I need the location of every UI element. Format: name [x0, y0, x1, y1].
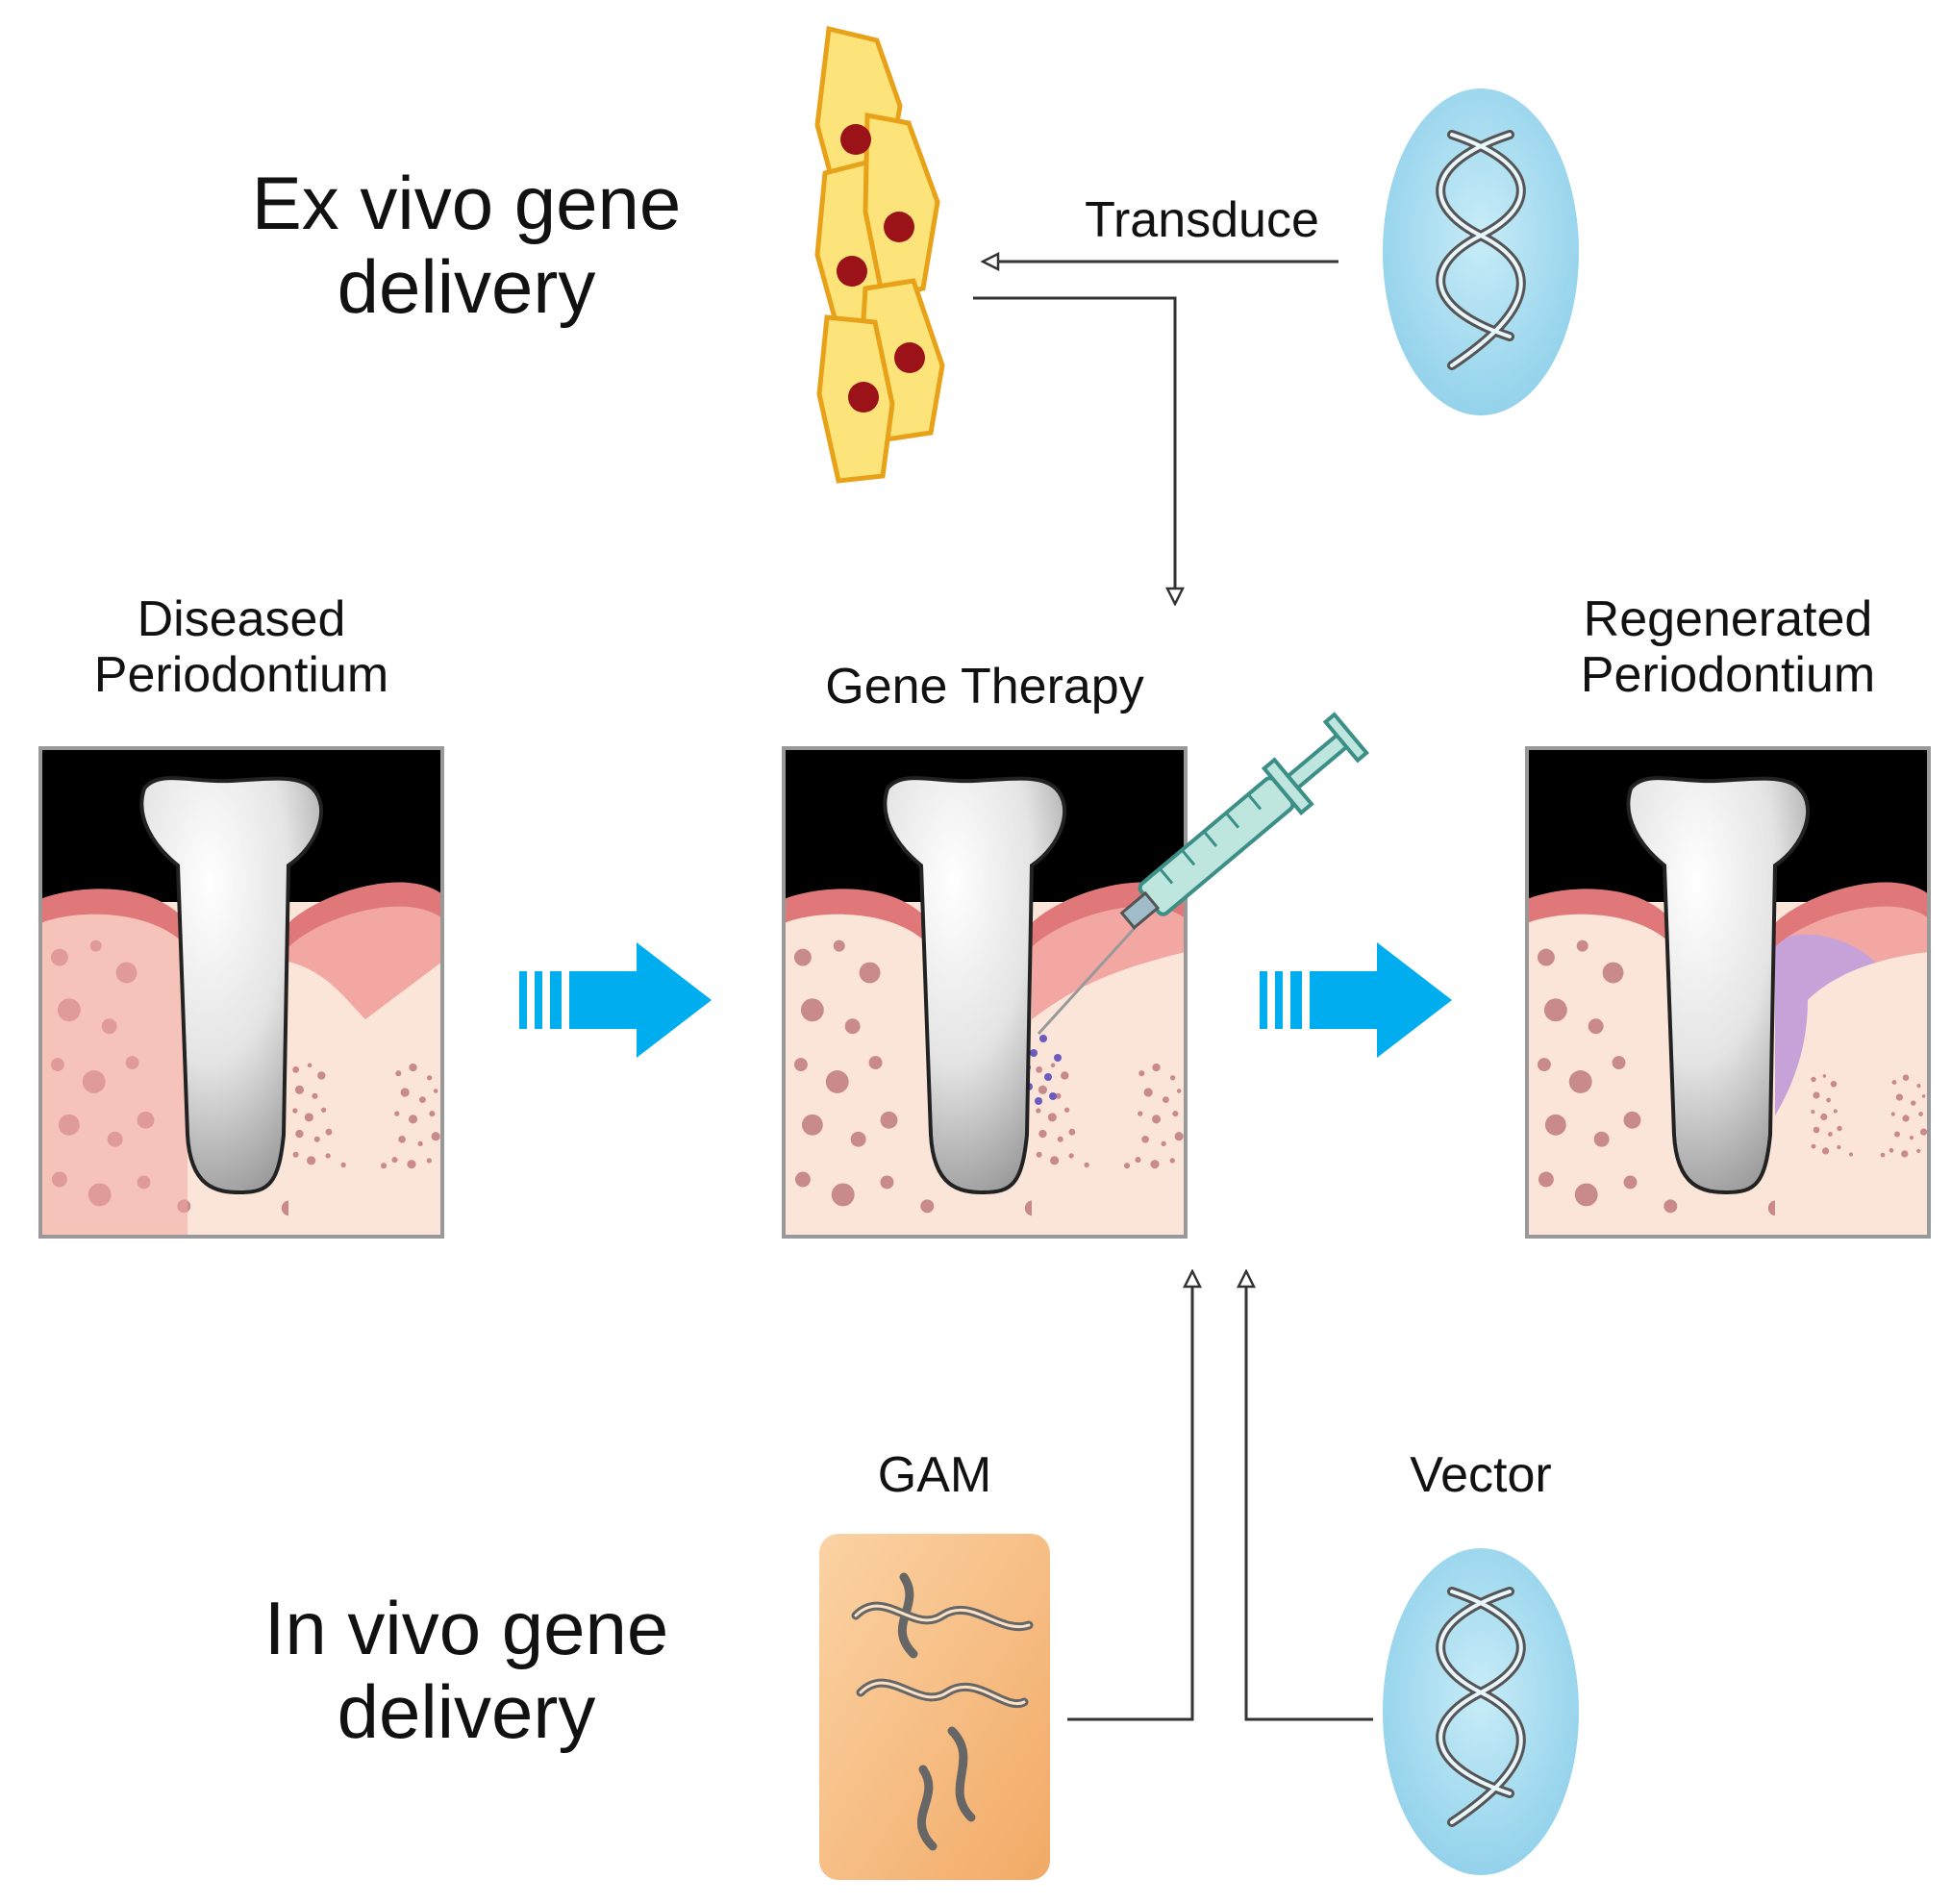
in-vivo-line1: In vivo gene [263, 1586, 669, 1670]
gam-label: GAM [877, 1447, 992, 1503]
ex-vivo-line1: Ex vivo gene [251, 161, 682, 245]
in-vivo-line2: delivery [337, 1669, 596, 1755]
panel-regenerated [1525, 746, 1931, 1239]
syringe-icon [1037, 712, 1369, 1036]
gene-therapy-label: Gene Therapy [784, 659, 1186, 714]
flow-arrow-2 [1260, 942, 1452, 1058]
vector-bottom [1383, 1548, 1579, 1875]
panel-gene-therapy [782, 746, 1188, 1239]
gene-therapy-line1: Gene Therapy [825, 659, 1144, 714]
regenerated-line1: Regenerated [1583, 591, 1873, 647]
gam-block [819, 1534, 1050, 1880]
transduce-arrow [973, 262, 1338, 596]
vector-top [1383, 88, 1579, 415]
diseased-line1: Diseased [137, 591, 346, 647]
flow-arrow-1 [519, 942, 712, 1058]
transduce-label: Transduce [1085, 192, 1319, 248]
diseased-label: Diseased Periodontium [40, 591, 442, 703]
ex-vivo-title: Ex vivo gene delivery [192, 161, 740, 330]
cell-cluster-icon [814, 25, 945, 484]
diseased-line2: Periodontium [93, 647, 389, 704]
in-vivo-arrows [1067, 1279, 1373, 1721]
vector-label: Vector [1410, 1447, 1552, 1503]
in-vivo-title: In vivo gene delivery [192, 1586, 740, 1755]
regenerated-label: Regenerated Periodontium [1527, 591, 1929, 703]
panel-diseased [38, 746, 444, 1239]
regenerated-line2: Periodontium [1580, 647, 1876, 704]
ex-vivo-line2: delivery [337, 244, 596, 330]
